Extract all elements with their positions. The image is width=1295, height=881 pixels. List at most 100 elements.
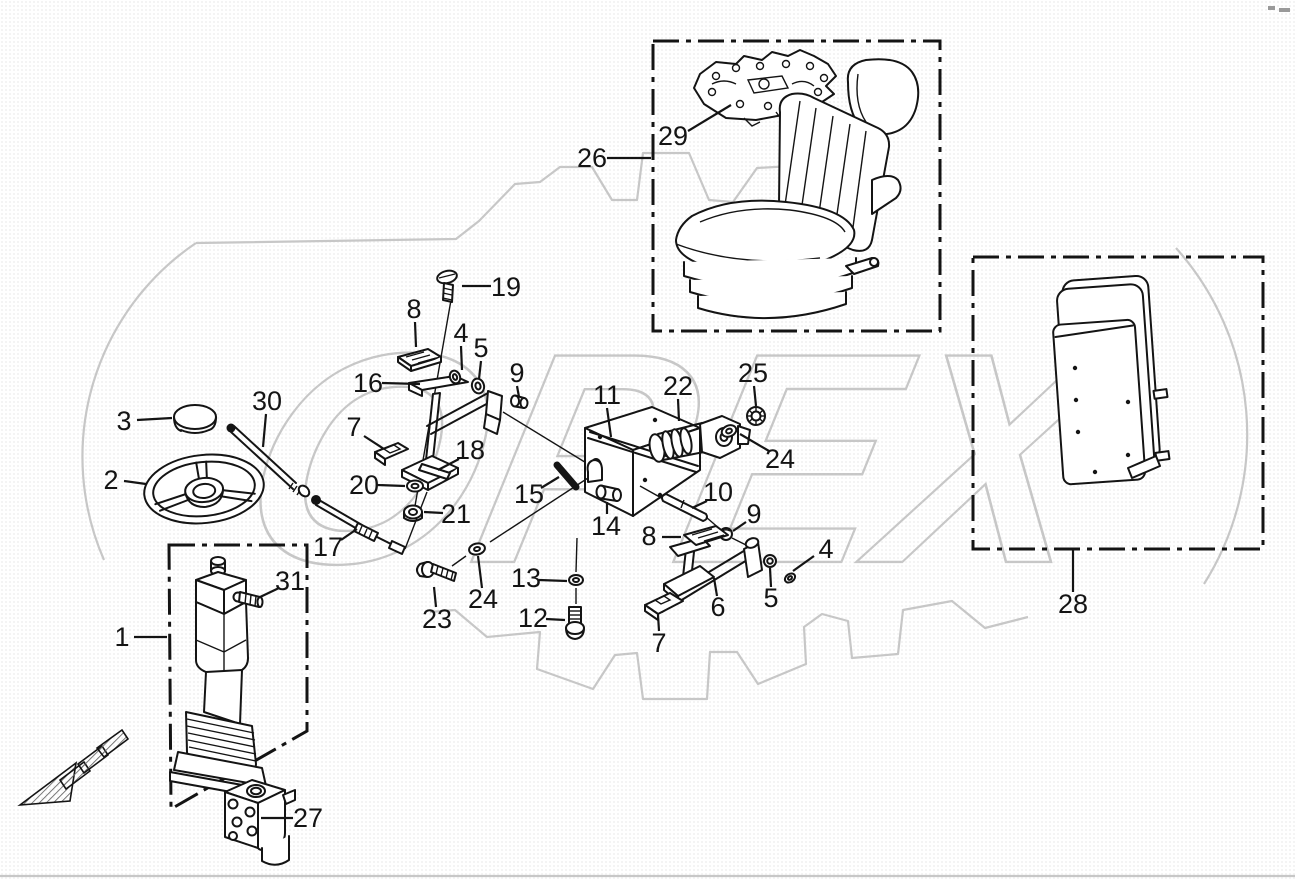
callout-label-2: 2 [103,465,118,495]
part-27-valve [224,779,296,866]
callout-leader-13 [538,578,568,583]
part-24b-washer [468,542,486,556]
callout-leader-4 [459,345,464,371]
callout-leader-25 [752,385,758,407]
callout-label-29: 29 [658,121,688,151]
part-21-nut [403,504,423,522]
part-28-panel [1052,274,1171,486]
callout-label-6: 6 [710,592,725,622]
callout-leader-17 [340,528,358,541]
callout-label-31: 31 [275,566,305,596]
callout-label-7: 7 [346,412,361,442]
callout-label-24: 24 [468,584,498,614]
part-3-horn-cap [173,404,217,434]
callout-label-3: 3 [116,406,131,436]
part-7-clip [374,442,409,466]
callout-leader-12 [545,617,566,622]
part-2-steering-wheel [143,453,265,525]
callout-leader-24 [739,433,770,452]
callout-leader-9 [732,521,747,532]
right-panel-box [971,255,1265,551]
callout-leader-31 [257,587,280,599]
callout-label-1: 1 [114,622,129,652]
callout-label-11: 11 [593,380,621,410]
part-10-rod [661,493,722,531]
part-13-oring [568,574,584,586]
callout-label-5: 5 [473,333,488,363]
callout-label-17: 17 [313,532,343,562]
callout-leader-22 [676,398,681,422]
part-25-nut [746,406,766,426]
callout-label-16: 16 [353,368,383,398]
part-15-spring-pin [553,461,580,491]
callout-label-10: 10 [703,477,733,507]
callout-label-24: 24 [765,444,795,474]
callout-label-7: 7 [651,628,666,658]
callout-label-4: 4 [818,534,833,564]
part-31-fitting [232,591,264,608]
watermark-gear [0,151,1295,878]
callout-leader-7 [363,435,385,450]
part-5-oring [470,377,486,395]
callout-leader-15 [540,476,560,489]
callout-label-28: 28 [1058,589,1088,619]
callout-leader-29 [687,104,732,132]
part-9-bushing [510,394,529,409]
callout-leader-5 [768,567,773,588]
callout-label-8: 8 [406,294,421,324]
callout-label-18: 18 [455,435,485,465]
callout-label-21: 21 [441,499,471,529]
callout-label-19: 19 [491,272,521,302]
callout-leader-7 [656,614,661,632]
callout-leader-24 [476,555,484,589]
callout-label-13: 13 [511,563,541,593]
callout-leader-3 [136,416,173,422]
part-18-bar [418,463,451,480]
part-4-oring [448,369,462,385]
corner-mark [1268,6,1290,12]
callout-leader-11 [605,407,613,438]
callout-label-14: 14 [591,511,621,541]
callout-label-22: 22 [663,371,693,401]
part-20-washer [406,479,424,493]
callout-leader-30 [261,413,268,448]
part-30-cable [226,423,311,498]
part-17-cable [311,491,428,555]
part-5b-oring [763,554,777,568]
callout-label-25: 25 [738,358,768,388]
column-box [167,543,309,812]
callout-label-5: 5 [763,583,778,613]
part-seat [675,58,920,320]
callout-leader-2 [123,479,147,486]
callout-leader-5 [477,360,483,380]
callout-leader-20 [376,483,406,488]
callout-leader-9 [515,385,521,398]
callout-label-9: 9 [509,358,524,388]
seat-assembly-box [651,39,942,333]
part-4b-oring [783,572,797,584]
part-23-bolt [416,561,457,582]
part-16-lever [401,375,469,491]
callout-label-15: 15 [514,479,544,509]
part-1-steering-column [169,556,271,800]
callout-label-4: 4 [453,318,468,348]
part-7b-clip [644,592,684,621]
callout-label-9: 9 [746,499,761,529]
callout-leader-21 [423,510,444,515]
part-link-lines [451,477,589,604]
callout-leader-16 [381,381,421,386]
callout-leader-8 [413,321,418,348]
callout-label-30: 30 [252,386,282,416]
part-14-bushing [595,484,622,502]
seat-side-lever [871,175,902,215]
callout-label-8: 8 [641,521,656,551]
callout-leader-6 [712,577,719,597]
part-8-pedal-pad [397,348,442,372]
callout-label-12: 12 [518,603,548,633]
callout-label-20: 20 [349,470,379,500]
part-link-arm [426,390,589,465]
callout-leader-18 [437,458,460,471]
